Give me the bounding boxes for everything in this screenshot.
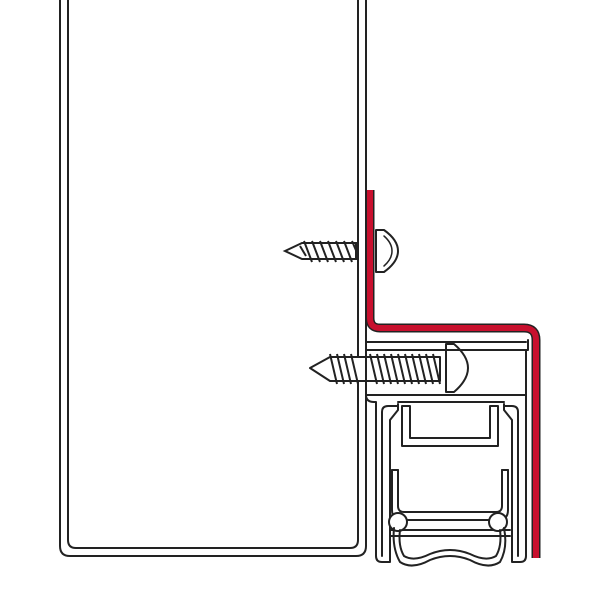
door-panel (59, 0, 367, 557)
pan-head-screw (282, 229, 399, 273)
red-angle-bracket (365, 190, 541, 558)
bulb-seal (388, 512, 508, 567)
long-screw (309, 343, 469, 393)
